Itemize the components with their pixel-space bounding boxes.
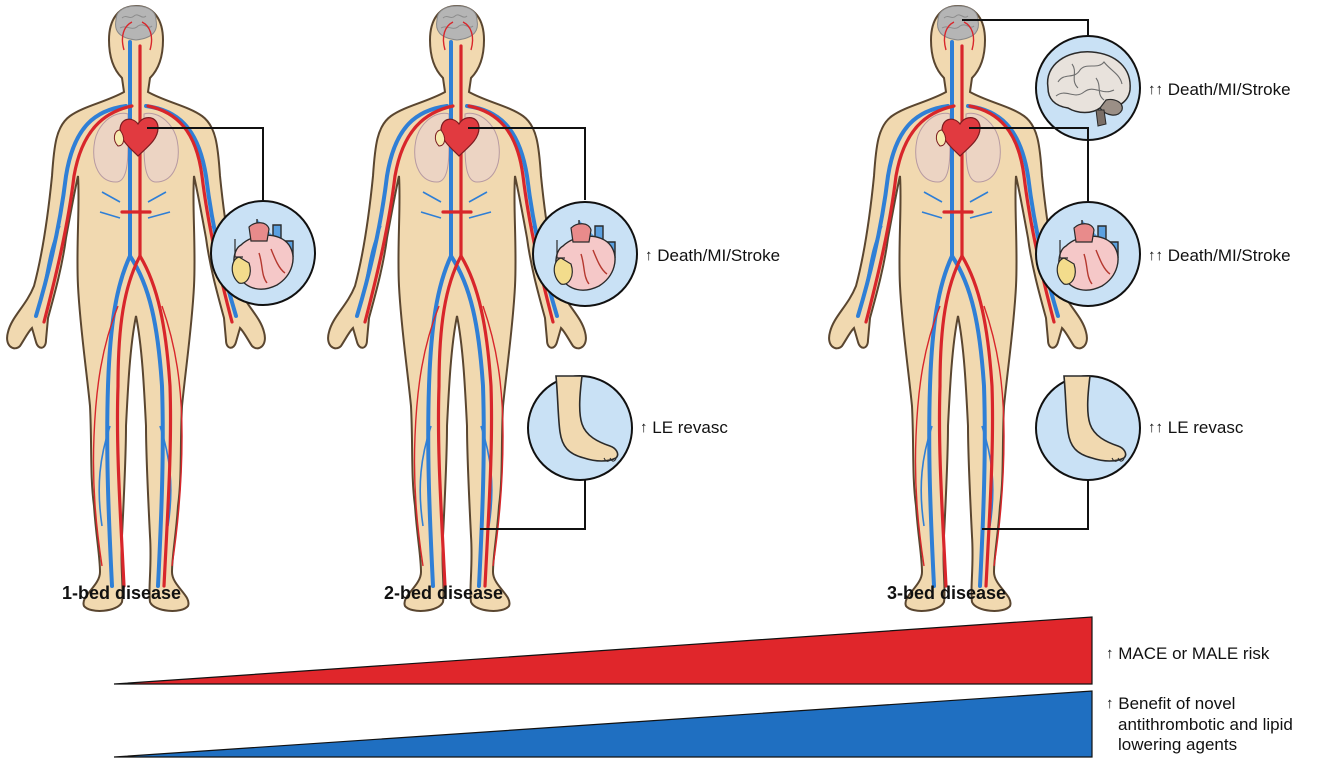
fig3-brain-text: Death/MI/Stroke <box>1168 80 1291 99</box>
up-arrow-icon: ↑ <box>1106 695 1114 712</box>
up-arrow-icon: ↑ <box>1106 645 1114 662</box>
fig2-heart-text: Death/MI/Stroke <box>657 246 780 265</box>
up-arrow-icon: ↑ <box>645 247 653 264</box>
fig3-heart-text: Death/MI/Stroke <box>1168 246 1291 265</box>
mace-male-risk-wedge <box>114 617 1092 684</box>
caption-2-bed: 2-bed disease <box>384 583 503 604</box>
brain-inset-3 <box>1036 36 1140 140</box>
benefit-line-2: antithrombotic and lipid <box>1106 715 1342 735</box>
fig2-foot-text: LE revasc <box>652 418 728 437</box>
double-up-arrow-icon: ↑↑ <box>1148 247 1163 264</box>
human-figure-2 <box>328 6 586 611</box>
fig3-foot-text: LE revasc <box>1168 418 1244 437</box>
heart-inset-3 <box>1036 202 1140 306</box>
benefit-line-1: ↑ Benefit of novel <box>1106 694 1342 715</box>
caption-3-bed: 3-bed disease <box>887 583 1006 604</box>
fig3-brain-label: ↑↑ Death/MI/Stroke <box>1148 80 1291 101</box>
caption-1-bed: 1-bed disease <box>62 583 181 604</box>
benefit-text-1: Benefit of novel <box>1118 694 1235 713</box>
foot-inset-2 <box>528 376 632 480</box>
up-arrow-icon: ↑ <box>640 419 648 436</box>
double-up-arrow-icon: ↑↑ <box>1148 419 1163 436</box>
fig2-foot-label: ↑ LE revasc <box>640 418 728 439</box>
risk-wedge-label: ↑ MACE or MALE risk <box>1106 644 1269 665</box>
foot-inset-3 <box>1036 376 1140 480</box>
fig2-heart-label: ↑ Death/MI/Stroke <box>645 246 780 267</box>
benefit-line-3: lowering agents <box>1106 735 1342 755</box>
heart-inset-1 <box>211 201 315 305</box>
human-figure-1 <box>7 6 265 611</box>
heart-inset-2 <box>533 202 637 306</box>
risk-wedge-text: MACE or MALE risk <box>1118 644 1269 663</box>
fig3-foot-label: ↑↑ LE revasc <box>1148 418 1243 439</box>
fig3-heart-label: ↑↑ Death/MI/Stroke <box>1148 246 1291 267</box>
benefit-wedge-label: ↑ Benefit of novel antithrombotic and li… <box>1106 694 1342 755</box>
benefit-wedge <box>114 691 1092 757</box>
double-up-arrow-icon: ↑↑ <box>1148 81 1163 98</box>
